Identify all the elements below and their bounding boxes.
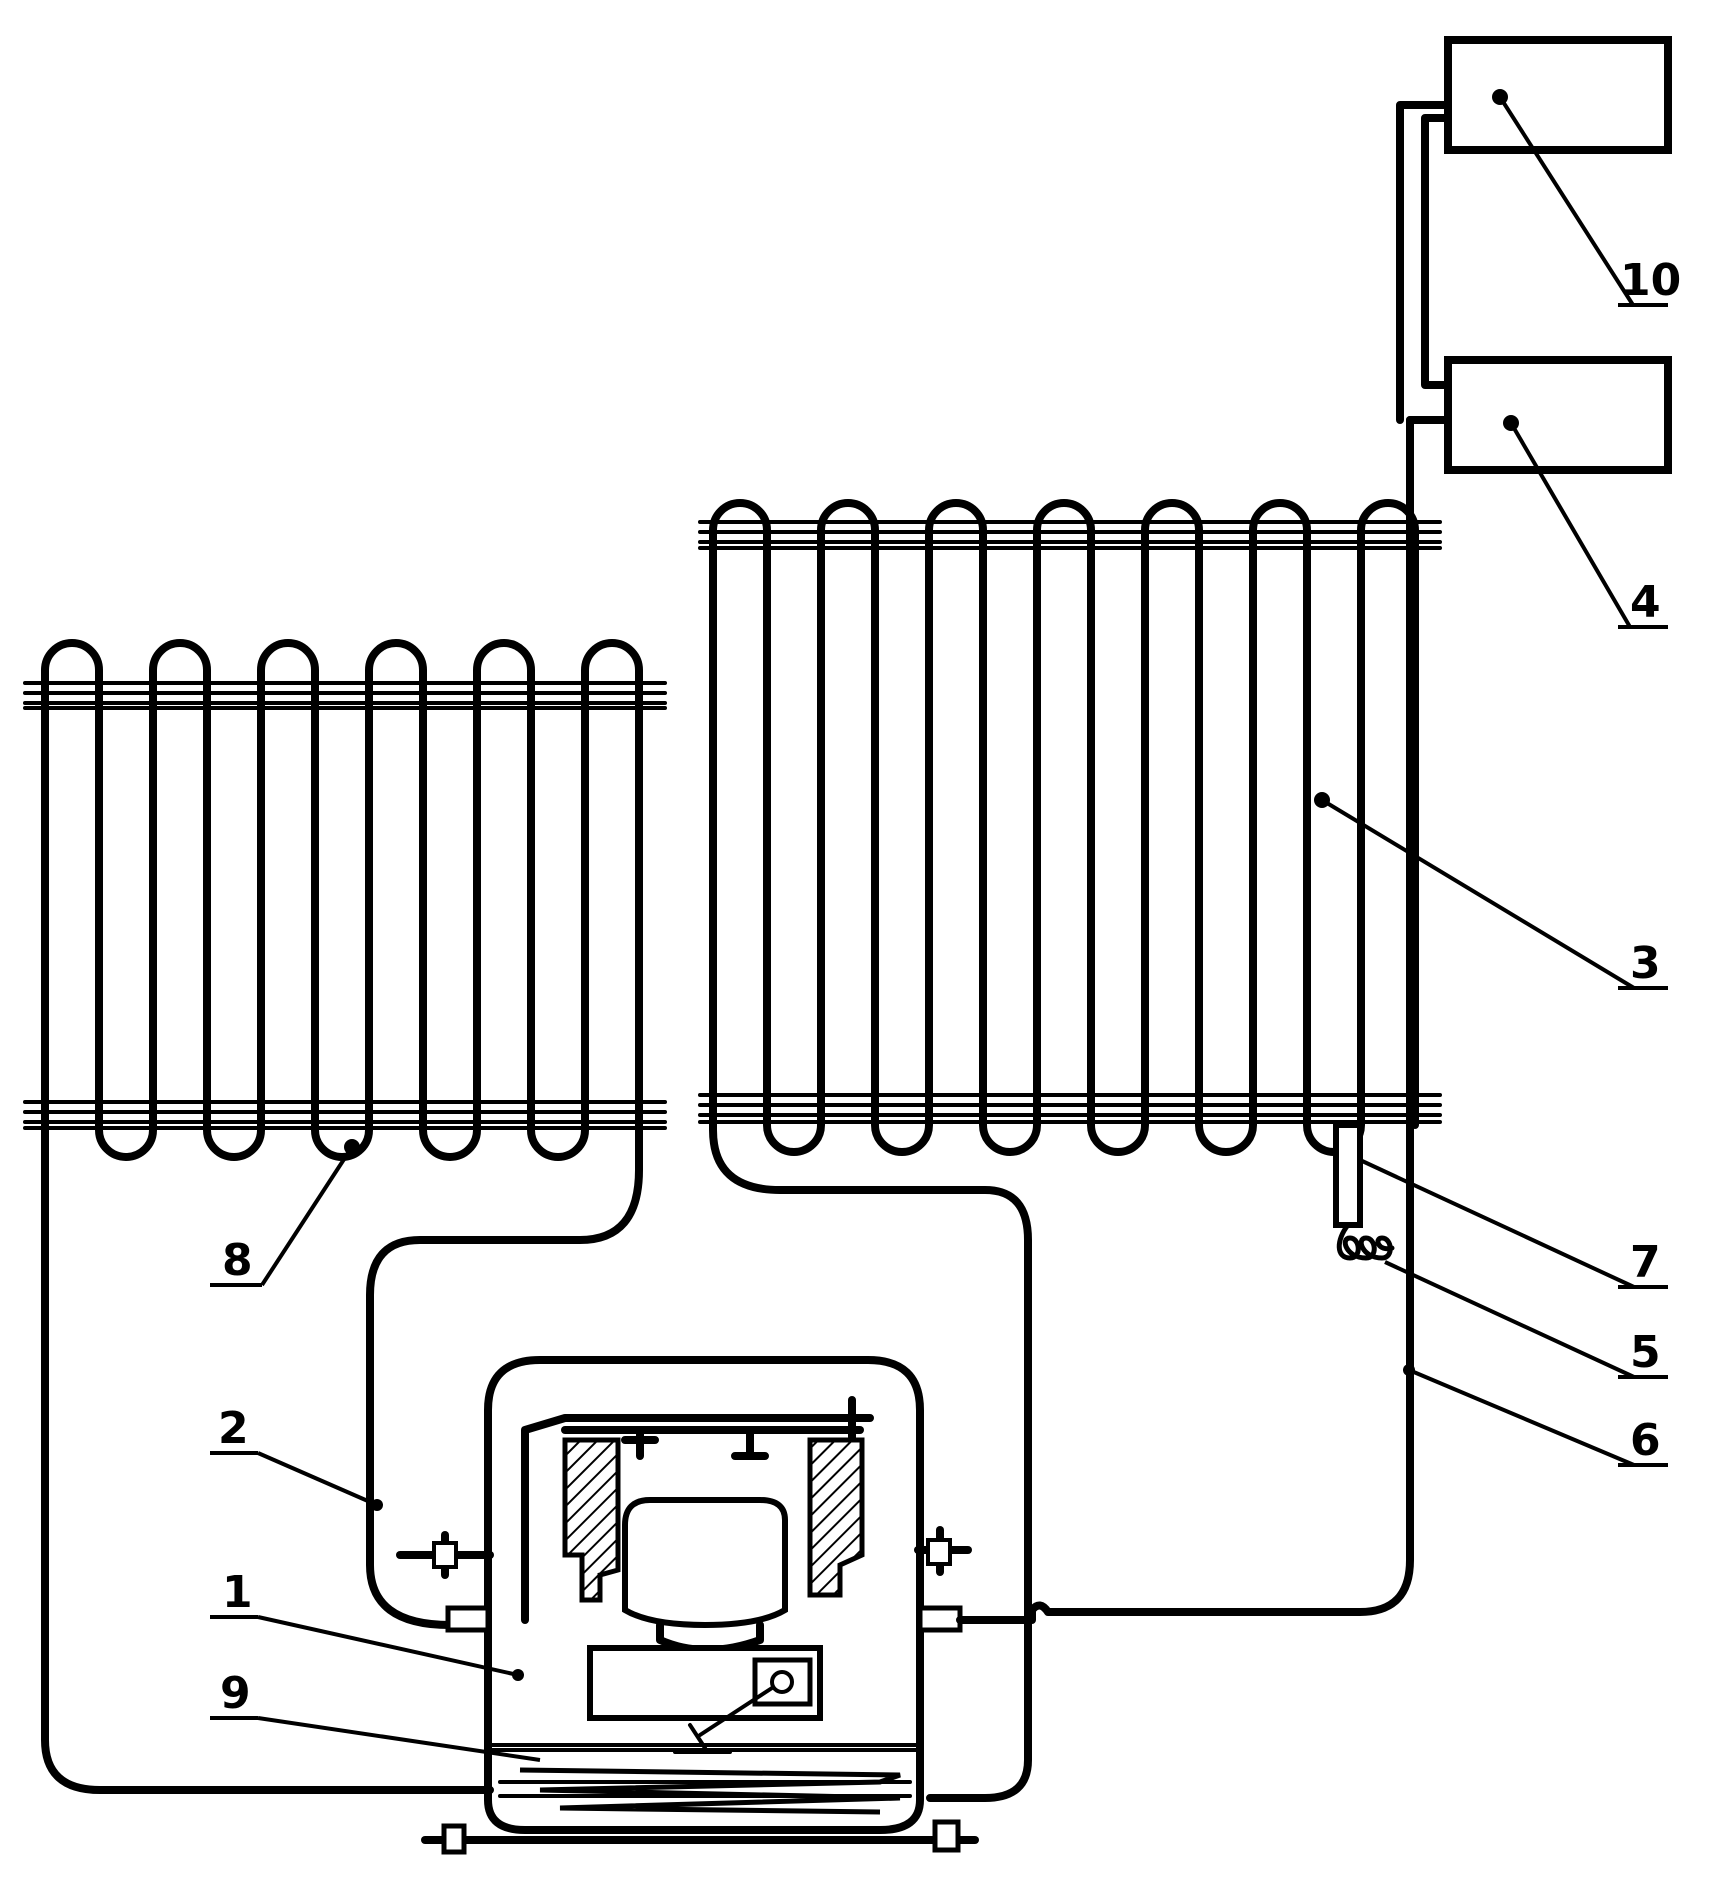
right-coil-fins — [698, 520, 1442, 1124]
label-2: 2 — [218, 1403, 249, 1454]
component-box-10 — [1444, 36, 1672, 154]
component-labels: 10 4 3 7 5 6 8 2 1 9 — [218, 255, 1681, 1719]
label-8: 8 — [222, 1235, 253, 1286]
left-coil-fins — [23, 681, 667, 1130]
label-1: 1 — [222, 1567, 253, 1618]
right-coil — [709, 499, 1419, 1802]
label-5: 5 — [1630, 1327, 1661, 1378]
line-to-box-10 — [1396, 101, 1452, 424]
label-leaders — [210, 89, 1668, 1762]
filter-dryer — [1333, 1122, 1363, 1228]
label-6: 6 — [1630, 1415, 1661, 1466]
line-box10-to-box4 — [1421, 114, 1452, 389]
label-7: 7 — [1630, 1237, 1661, 1288]
component-box-4 — [1444, 356, 1672, 474]
label-3: 3 — [1630, 938, 1661, 989]
discharge-line — [1028, 416, 1414, 1616]
left-return-pipe — [41, 666, 494, 1794]
capillary-coil — [1336, 1222, 1395, 1261]
compressor-housing — [396, 1356, 1036, 1855]
label-10: 10 — [1620, 255, 1681, 306]
label-4: 4 — [1630, 577, 1661, 628]
left-coil — [41, 639, 643, 1629]
label-9: 9 — [220, 1668, 251, 1719]
oil-bath — [519, 1767, 901, 1815]
